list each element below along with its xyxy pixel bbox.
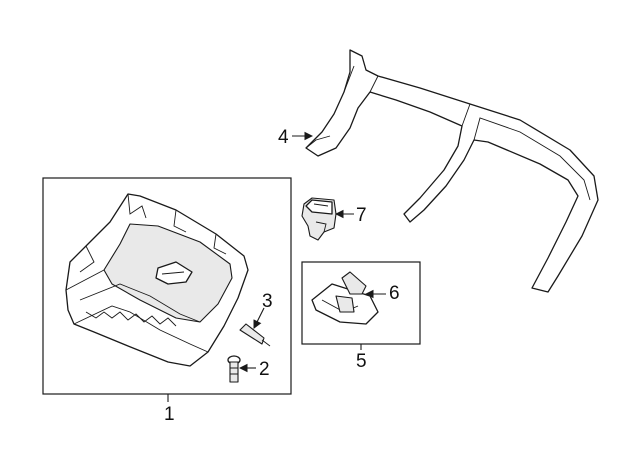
glove-box-frame xyxy=(42,177,292,395)
lamp-housing xyxy=(311,283,379,325)
callout-labels: 1 2 3 4 5 6 7 xyxy=(164,127,400,425)
glove-box-assembly xyxy=(65,193,249,367)
damper-pin-part xyxy=(239,323,271,347)
callout-1: 1 xyxy=(164,404,175,425)
bulb-part xyxy=(341,271,367,295)
callout-7: 7 xyxy=(356,205,367,226)
callout-4: 4 xyxy=(278,127,289,148)
leader-lines xyxy=(167,131,386,402)
callout-3: 3 xyxy=(262,291,273,312)
callout-6: 6 xyxy=(389,283,400,304)
callout-2: 2 xyxy=(259,359,270,380)
callout-5: 5 xyxy=(356,351,367,372)
bolt-part xyxy=(227,355,241,383)
instrument-panel-frame xyxy=(305,49,599,293)
switch-part xyxy=(301,197,337,241)
